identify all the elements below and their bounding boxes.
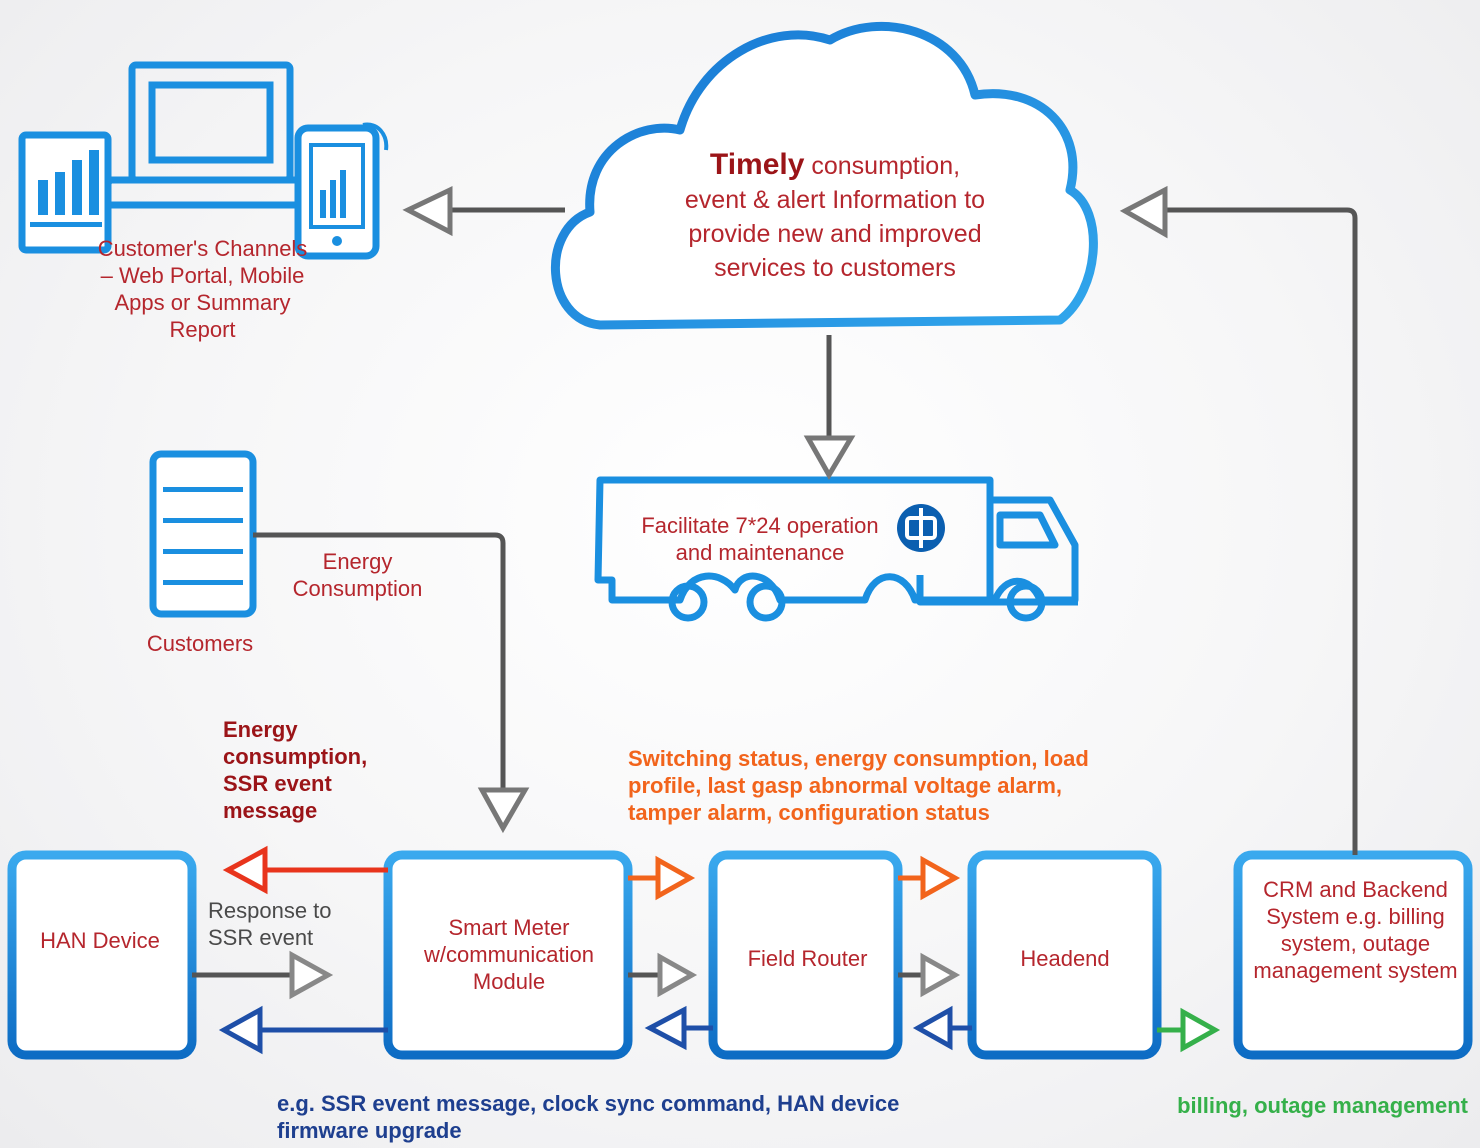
smart-meter-box	[383, 850, 633, 1060]
customers-to-meter-arrow	[253, 532, 530, 834]
han-device-label: HAN Device	[40, 928, 160, 953]
mobile-phone-icon	[294, 122, 389, 260]
billing-annotation: billing, outage management	[1177, 1093, 1468, 1118]
cloud-line1: consumption,	[804, 152, 961, 180]
router-to-headend-grey-arrow	[898, 952, 961, 998]
han-to-meter-grey-arrow	[192, 950, 334, 1000]
customers-server-icon	[149, 450, 257, 618]
china-flag-logo-icon	[897, 504, 945, 552]
cloud-to-truck-arrow	[803, 335, 856, 480]
headend-label: Headend	[1020, 946, 1110, 971]
energy-consumption-label: Energy Consumption	[292, 549, 423, 601]
cloud-line2: event & alert Information to	[684, 186, 986, 214]
crm-to-cloud-arrow	[1119, 185, 1358, 855]
customers-label: Customers	[146, 631, 254, 656]
headend-to-router-navy-arrow	[912, 1005, 972, 1051]
field-router-box	[708, 850, 903, 1060]
meter-to-han-red-arrow	[222, 845, 388, 895]
switching-annotation: Switching status, energy consumption, lo…	[628, 746, 1089, 825]
headend-to-crm-green-arrow	[1157, 1007, 1221, 1053]
router-to-headend-orange-arrow	[898, 855, 961, 901]
bar-chart-icon	[18, 131, 112, 254]
han-uplink-annotation: Energy consumption, SSR event message	[223, 717, 368, 823]
truck-label: Facilitate 7*24 operation and maintenanc…	[625, 512, 895, 566]
cloud-shape	[550, 21, 1098, 330]
cloud-message: Timely consumption, event & alert Inform…	[640, 148, 1030, 285]
cloud-line4: services to customers	[714, 254, 956, 282]
cloud-highlight: Timely	[709, 148, 805, 181]
cloud-to-channels-arrow	[402, 186, 565, 237]
truck-line1: Facilitate 7*24 operation	[641, 513, 879, 538]
headend-box	[967, 850, 1162, 1060]
han-device-box	[7, 850, 197, 1060]
meter-to-han-navy-arrow	[218, 1005, 388, 1055]
truck-line2: and maintenance	[675, 540, 845, 565]
meter-to-router-grey-arrow	[628, 952, 698, 998]
meter-to-router-orange-arrow	[628, 855, 696, 901]
smart-meter-label: Smart Meter w/communication Module	[424, 915, 594, 994]
channels-label: Customer's Channels – Web Portal, Mobile…	[97, 236, 308, 342]
ssr-response-label: Response to SSR event	[208, 898, 332, 950]
field-router-label: Field Router	[747, 946, 868, 971]
crm-label: CRM and Backend System e.g. billing syst…	[1253, 877, 1458, 983]
laptop-icon	[88, 61, 327, 209]
truck-icon	[594, 476, 1079, 622]
downlink-annotation: e.g. SSR event message, clock sync comma…	[277, 1091, 900, 1143]
router-to-meter-navy-arrow	[644, 1005, 713, 1051]
cloud-line3: provide new and improved	[688, 220, 982, 248]
